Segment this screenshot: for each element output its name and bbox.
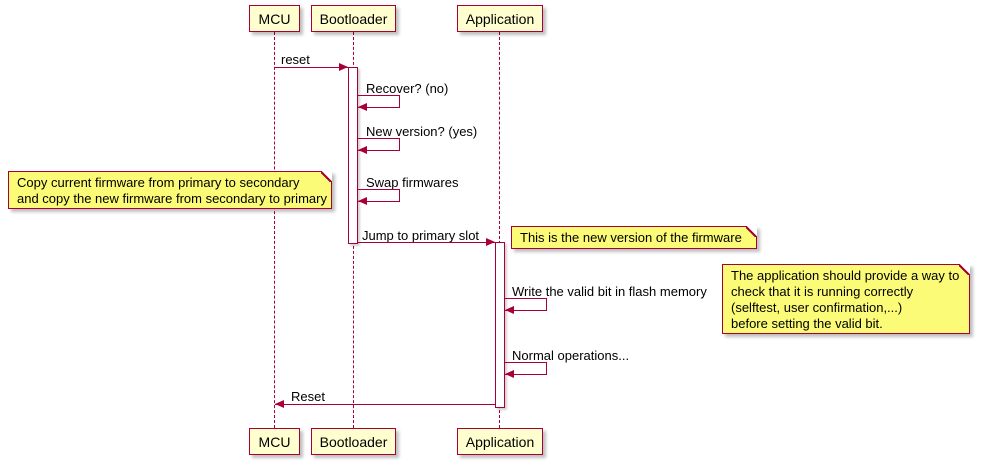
note-copy-firmware: Copy current firmware from primary to se… (8, 171, 332, 209)
message-normalops-label: Normal operations... (512, 348, 630, 363)
message-normalops-selfloop (505, 362, 547, 375)
message-swap-selfloop (358, 189, 400, 202)
participant-application-top: Application (457, 5, 543, 32)
message-recover-selfloop (358, 95, 400, 108)
message-recover-label: Recover? (no) (366, 81, 449, 96)
message-reset-label: reset (281, 52, 310, 67)
participant-application-bottom: Application (457, 428, 543, 455)
participant-bootloader-top: Bootloader (311, 5, 396, 32)
message-reset-return-arrowhead-icon (275, 400, 284, 408)
note-fold-icon (746, 226, 757, 237)
note-selftest-text: The application should provide a way to … (731, 268, 960, 331)
message-reset-return-label: Reset (291, 389, 325, 404)
message-newversion-arrowhead-icon (358, 146, 367, 154)
message-swap-arrowhead-icon (358, 197, 367, 205)
note-new-version: This is the new version of the firmware (511, 226, 757, 249)
activation-application (495, 242, 505, 408)
participant-bootloader-bottom: Bootloader (311, 428, 396, 455)
lifeline-application (499, 32, 500, 428)
message-newversion-selfloop (358, 138, 400, 151)
message-jump-line (358, 242, 495, 243)
message-jump-arrowhead-icon (486, 238, 495, 246)
message-reset-return-line (275, 404, 495, 405)
lifeline-mcu (274, 32, 275, 428)
message-swap-label: Swap firmwares (366, 175, 459, 190)
participant-mcu-bottom: MCU (249, 428, 300, 455)
participant-mcu-top: MCU (249, 5, 300, 32)
activation-bootloader (348, 67, 358, 244)
message-validbit-selfloop (505, 298, 547, 311)
note-fold-icon (959, 264, 970, 275)
message-reset-line (275, 67, 348, 68)
message-normalops-arrowhead-icon (505, 370, 514, 378)
message-jump-label: Jump to primary slot (362, 228, 480, 243)
note-fold-icon (321, 171, 332, 182)
note-new-version-text: This is the new version of the firmware (520, 230, 742, 245)
note-copy-firmware-text: Copy current firmware from primary to se… (17, 175, 327, 206)
message-recover-arrowhead-icon (358, 103, 367, 111)
message-reset-arrowhead-icon (339, 63, 348, 71)
message-validbit-arrowhead-icon (505, 306, 514, 314)
message-newversion-label: New version? (yes) (366, 124, 478, 139)
message-validbit-label: Write the valid bit in flash memory (512, 284, 707, 299)
note-selftest: The application should provide a way to … (722, 264, 970, 334)
